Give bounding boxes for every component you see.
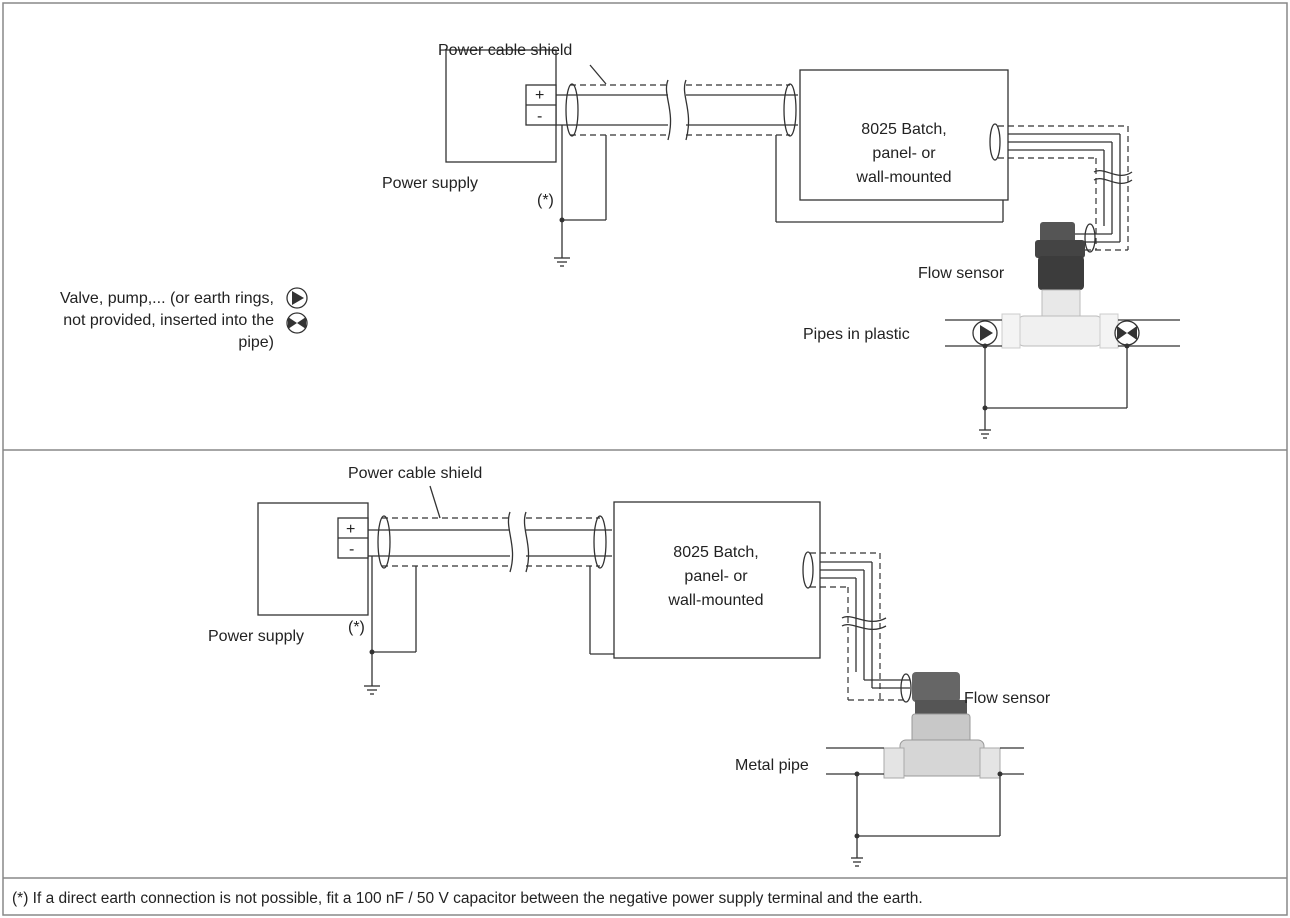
bottom-flow-sensor-label: Flow sensor xyxy=(964,690,1051,707)
top-cable-break xyxy=(665,79,672,141)
legend-pump-icon xyxy=(286,287,308,309)
top-shield-label: Power cable shield xyxy=(438,42,572,59)
top-plus-terminal: + xyxy=(535,87,544,104)
top-batch-box xyxy=(799,69,1009,201)
top-shield-ring-left xyxy=(565,83,579,137)
top-flow-sensor-label: Flow sensor xyxy=(918,265,1005,282)
bottom-minus-terminal: - xyxy=(349,541,354,558)
top-valve-icon xyxy=(1114,320,1140,346)
valve-legend-line2: not provided, inserted into the xyxy=(63,312,274,329)
bottom-batch-box xyxy=(613,501,821,659)
top-batch-line2: panel- or xyxy=(872,145,936,162)
legend-valve-icon xyxy=(286,312,308,334)
bottom-earth-icon xyxy=(364,685,380,695)
bottom-flow-sensor xyxy=(883,672,1001,779)
bottom-cable-break xyxy=(507,511,514,573)
top-batch-line1: 8025 Batch, xyxy=(861,121,946,138)
footnote: (*) If a direct earth connection is not … xyxy=(12,890,923,907)
valve-legend-line3: pipe) xyxy=(238,334,274,351)
bottom-asterisk: (*) xyxy=(348,619,365,636)
bottom-batch-line3: wall-mounted xyxy=(667,592,763,609)
top-power-supply-label: Power supply xyxy=(382,175,478,192)
top-earth-icon xyxy=(554,257,570,267)
bottom-pipe-label: Metal pipe xyxy=(735,757,809,774)
top-asterisk: (*) xyxy=(537,192,554,209)
top-minus-terminal: - xyxy=(537,108,542,125)
top-panel: + - Power supply Power cable shield (*) xyxy=(60,42,1180,439)
bottom-panel: Power cable shield + - Power supply (*) xyxy=(208,465,1051,867)
bottom-power-supply-label: Power supply xyxy=(208,628,304,645)
bottom-plus-terminal: + xyxy=(346,521,355,538)
bottom-shield-label: Power cable shield xyxy=(348,465,482,482)
bottom-shield-ring-left xyxy=(377,515,391,569)
top-pump-icon xyxy=(972,320,998,346)
valve-legend-line1: Valve, pump,... (or earth rings, xyxy=(60,290,274,307)
bottom-shield-ring-right xyxy=(593,515,607,569)
bottom-batch-line1: 8025 Batch, xyxy=(673,544,758,561)
top-flow-sensor xyxy=(1001,222,1119,349)
top-pipe-earth-icon xyxy=(979,429,991,439)
bottom-pipe-earth-icon xyxy=(851,857,863,867)
bottom-batch-line2: panel- or xyxy=(684,568,748,585)
top-shield-ring-right xyxy=(783,83,797,137)
top-pipes-label: Pipes in plastic xyxy=(803,326,910,343)
top-batch-line3: wall-mounted xyxy=(855,169,951,186)
